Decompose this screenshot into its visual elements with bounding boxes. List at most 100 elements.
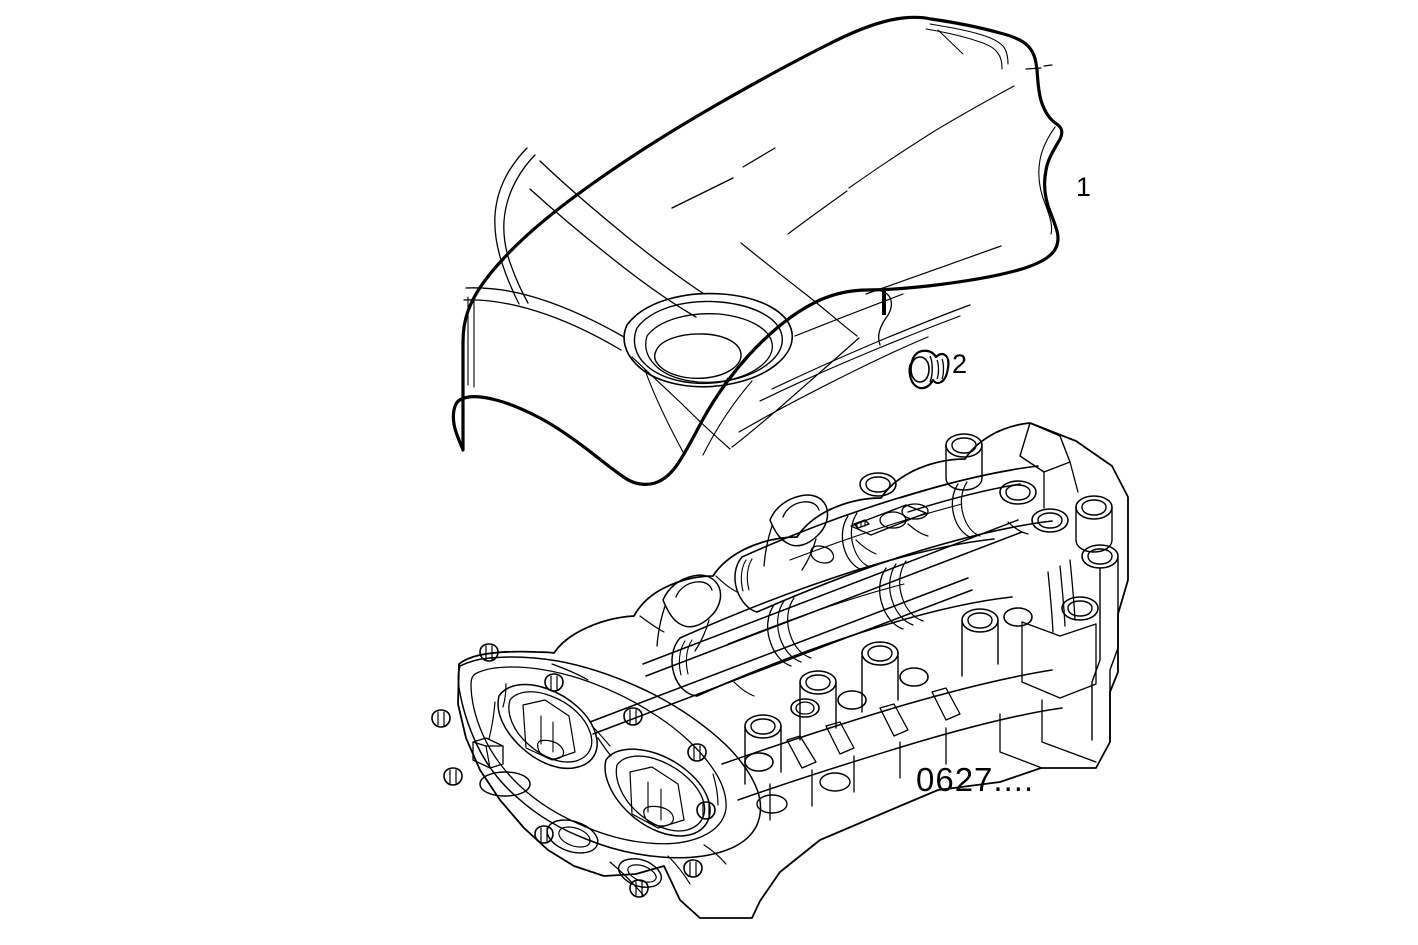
skirt-gusset-a <box>786 735 817 769</box>
boss-top-4-ring-inner <box>1037 512 1063 529</box>
front-bore-left-lug <box>537 739 565 760</box>
boss-low-8-ring-outer <box>1061 596 1099 621</box>
bolt-hole-3 <box>443 767 463 786</box>
camshaft-lower-left-cap <box>671 637 698 697</box>
bolt-hole-1-slot <box>485 645 493 660</box>
bolt-hole-10 <box>696 801 716 820</box>
boss-top-3-ring-outer <box>999 480 1037 505</box>
flange-rect-boss-edge <box>472 741 504 769</box>
right-face-box-top <box>1021 621 1097 637</box>
skirt-gusset-c <box>879 703 909 737</box>
oil-gallery-rail-2-bottom <box>592 589 973 735</box>
cover-top-flange-notch <box>929 23 1009 65</box>
barrel-lower-hilite <box>727 583 905 645</box>
cover-main-crease-upper <box>848 85 1015 189</box>
head-left-flange-contour-inner <box>470 666 727 845</box>
sensor-plate-hole-2 <box>901 503 929 520</box>
cover-oval-taper-left <box>644 369 684 453</box>
callout-label-1: 1 <box>1076 172 1092 202</box>
front-bore-left-outer <box>497 683 598 770</box>
cover-center-valley-v2 <box>731 337 860 448</box>
flange-web-h <box>667 855 691 885</box>
front-bore-right-inner <box>615 755 706 832</box>
stud-body <box>908 349 950 390</box>
callout-label-2: 2 <box>952 349 968 379</box>
rear-corner-bracket-3 <box>1069 461 1079 493</box>
breather-housing-rear-lug <box>810 545 835 564</box>
flange-web-e <box>551 663 589 681</box>
breather-housing-front-skirt-2 <box>694 619 710 652</box>
bolt-boss-tower-group-lower <box>744 596 1099 785</box>
boss-low-4-ring-outer <box>799 670 837 695</box>
cover-oval-taper-right <box>684 377 729 455</box>
skirt-port-a <box>756 794 788 814</box>
flange-bolt-hole-group <box>431 643 716 898</box>
skirt-gusset-d <box>931 687 961 721</box>
bolt-hole-2 <box>431 709 451 728</box>
head-front-bore-group <box>497 683 711 837</box>
breather-housing-rear-skirt <box>763 525 773 567</box>
boss-top-1-ring-outer <box>859 472 897 497</box>
front-skirt-top <box>721 669 1053 765</box>
flange-web-i <box>609 861 645 897</box>
boss-low-9-ring-outer <box>837 690 867 710</box>
bolt-hole-9 <box>687 743 707 762</box>
front-skirt-bottom <box>737 707 1063 801</box>
oil-gallery-rail-top <box>642 519 1019 665</box>
cam-upper-cap-rib-1b <box>850 512 871 568</box>
camshaft-lower-bottom-edge <box>696 596 1013 697</box>
rear-flange-band-bot <box>907 483 1021 513</box>
cover-right-lower-edge <box>738 336 929 433</box>
rear-flange-band-top <box>899 469 1013 499</box>
camshaft-lower-shade-b <box>685 639 693 675</box>
cover-center-valley-v <box>740 242 858 337</box>
camshaft-upper-shade-b <box>746 558 753 591</box>
breather-housing-rear-skirt-2 <box>801 538 817 571</box>
front-bore-right-core <box>629 766 685 829</box>
cover-center-valley-right <box>865 245 1002 295</box>
stud-thread-line-b <box>941 358 945 380</box>
bolt-hole-6 <box>683 859 703 878</box>
boss-low-6-cyl <box>961 620 999 677</box>
boss-low-5-ring-outer <box>861 641 899 666</box>
stud-thread-line-a <box>936 359 940 380</box>
head-accent-b <box>907 523 929 537</box>
boss-top-1-ring-inner <box>865 476 891 493</box>
bolt-hole-1 <box>479 643 499 662</box>
boss-low-2-ring-inner <box>795 701 815 715</box>
cam-upper-cap-rib-1 <box>841 515 863 571</box>
oval-recess-outer <box>623 292 793 388</box>
cover-accent-stroke-b <box>671 177 734 209</box>
barrel-upper-hilite <box>789 503 963 561</box>
flange-web-f <box>712 773 719 806</box>
boss-top-2-cyl <box>945 445 983 491</box>
cylinder-head-cover-assembly-group <box>431 422 1129 919</box>
oil-gallery-rail-bottom <box>645 531 1023 677</box>
cover-oval-taper-right2 <box>702 380 753 456</box>
right-face-step-2 <box>999 713 1043 769</box>
boss-low-6-ring-inner <box>967 612 993 629</box>
cover-top-flange-notch-inner <box>925 28 1003 70</box>
head-accent-c <box>733 681 755 697</box>
stud-head-ellipse <box>910 356 930 383</box>
right-face-rib-a <box>1069 559 1076 621</box>
boss-low-4-ring-inner <box>805 674 831 691</box>
bolt-hole-8-slot <box>550 675 558 690</box>
sensor-plate-body <box>850 504 927 536</box>
front-bore-right-lug <box>643 805 674 827</box>
mounting-stud-group <box>908 349 950 390</box>
boss-low-1-ring-inner <box>750 718 776 735</box>
boss-top-5-ring-outer <box>1075 495 1113 520</box>
boss-top-6-ring-outer <box>1081 544 1119 569</box>
boss-low-10-ring-outer <box>899 667 929 687</box>
breather-housing-front-skirt <box>656 605 666 647</box>
camshaft-lower-shade-a <box>678 640 686 676</box>
rear-corner-bracket <box>1019 422 1071 473</box>
cam-upper-cap-rib-2 <box>951 483 973 539</box>
flange-web-c <box>597 737 612 757</box>
cover-front-lip-lower <box>463 299 622 351</box>
bolt-boss-tower-group-top <box>859 433 1119 569</box>
